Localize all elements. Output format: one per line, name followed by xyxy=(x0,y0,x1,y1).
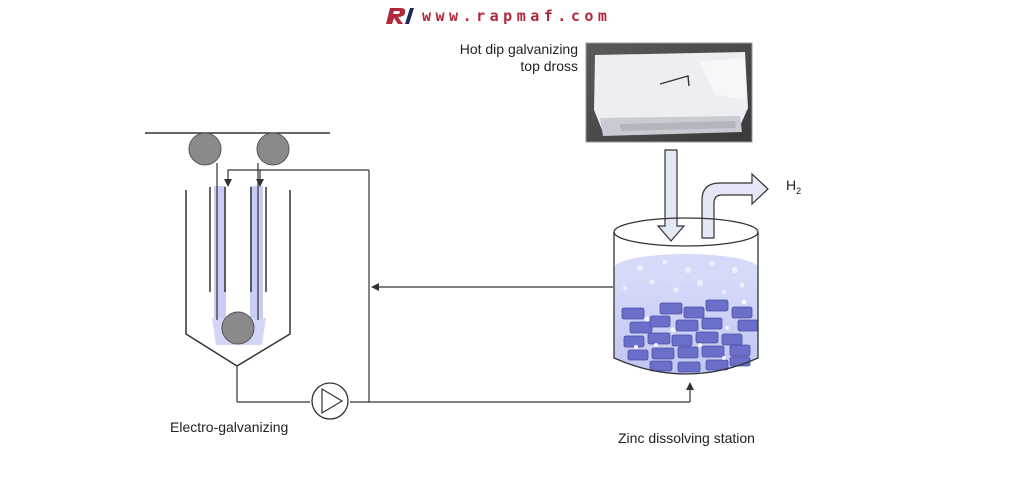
electro-galvanizing-label: Electro-galvanizing xyxy=(170,419,288,436)
top-roller-left xyxy=(189,133,221,165)
top-dross-label-line2: top dross xyxy=(440,58,578,75)
electro-galvanizing-cell xyxy=(145,133,369,366)
pump-icon xyxy=(312,383,348,419)
brand-watermark: www.rapmaf.com xyxy=(384,6,611,26)
electrolyte-left-channel xyxy=(214,186,226,320)
top-dross-photo xyxy=(586,43,752,142)
rapmaf-logo-icon xyxy=(384,7,414,25)
hydrogen-label-main: H xyxy=(786,177,796,193)
hydrogen-label: H2 xyxy=(786,177,801,200)
hydrogen-label-subscript: 2 xyxy=(796,186,801,196)
bottom-roller xyxy=(222,312,254,344)
top-dross-label-line1: Hot dip galvanizing xyxy=(440,41,578,58)
electrolyte-right-channel xyxy=(250,186,263,320)
zinc-dissolving-station-label: Zinc dissolving station xyxy=(618,430,755,447)
hydrogen-release-arrow xyxy=(702,174,768,238)
zinc-dissolving-tank xyxy=(614,218,758,374)
dross-feed-arrow xyxy=(658,150,684,241)
top-roller-right xyxy=(257,133,289,165)
top-dross-label: Hot dip galvanizing top dross xyxy=(440,41,578,75)
brand-url: www.rapmaf.com xyxy=(422,7,611,25)
